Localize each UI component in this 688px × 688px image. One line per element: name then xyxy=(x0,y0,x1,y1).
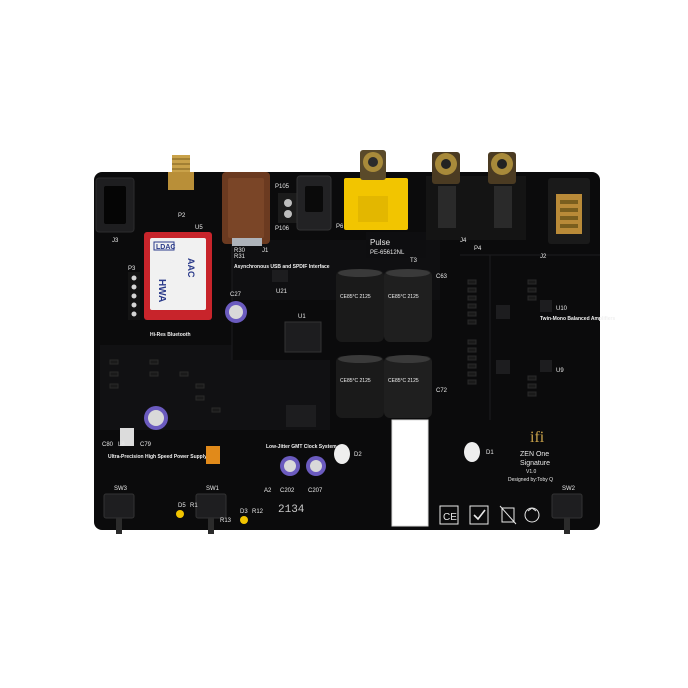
cap-mark-1: CE85°C 2125 xyxy=(340,294,371,300)
pulse-brand: Pulse xyxy=(370,238,391,247)
label-c80: C80 xyxy=(102,442,114,448)
cap-mark-3: CE85°C 2125 xyxy=(340,378,371,384)
switch-sw3 xyxy=(103,493,135,519)
capacitor-big-1 xyxy=(336,270,384,342)
label-u9: U9 xyxy=(556,368,564,374)
led-d1 xyxy=(464,442,480,462)
pulse-transformer xyxy=(366,232,426,258)
ce-mark-icon: CE xyxy=(439,505,459,525)
label-d1: D1 xyxy=(486,450,494,456)
switch-sw1 xyxy=(195,493,227,519)
label-c27: C27 xyxy=(230,292,242,298)
label-j4: J4 xyxy=(460,238,467,244)
label-p105: P105 xyxy=(275,184,290,190)
bluetooth-module-shield xyxy=(150,238,206,310)
label-u10: U10 xyxy=(556,306,568,312)
brand-logo: ifi xyxy=(530,429,545,446)
label-p6: P6 xyxy=(336,224,344,230)
label-j1: J1 xyxy=(262,248,269,254)
label-sw1: SW1 xyxy=(206,486,220,492)
led-d2 xyxy=(334,444,350,464)
label-r12: R12 xyxy=(252,509,264,515)
checkmark-icon xyxy=(469,505,489,525)
capacitor-big-4 xyxy=(384,356,432,418)
section-usb: Asynchronous USB and SPDIF Interface xyxy=(234,264,330,270)
cap-mark-2: CE85°C 2125 xyxy=(388,294,419,300)
capacitor-big-2 xyxy=(384,270,432,342)
label-p4: P4 xyxy=(474,246,482,252)
section-bluetooth: Hi-Res Bluetooth xyxy=(150,332,191,338)
section-amps: Twin-Mono Balanced Amplifiers xyxy=(540,316,616,322)
label-p2: P2 xyxy=(178,213,186,219)
power-plane xyxy=(392,420,428,526)
label-d2: D2 xyxy=(354,452,362,458)
section-power: Ultra-Precision High Speed Power Supply xyxy=(108,454,207,460)
chip-u1 xyxy=(284,321,322,353)
label-d3: D3 xyxy=(240,509,248,515)
cap-mark-4: CE85°C 2125 xyxy=(388,378,419,384)
led-d5 xyxy=(176,510,184,518)
label-l8: L8 xyxy=(118,442,125,448)
label-r1: R1 xyxy=(190,503,198,509)
brand-designer: Designed by:Toby Q xyxy=(508,477,553,483)
tantalum-cap xyxy=(206,446,220,464)
antenna-base xyxy=(168,172,194,190)
label-c72: C72 xyxy=(436,388,448,394)
section-clock: Low-Jitter GMT Clock System xyxy=(266,444,337,450)
led-d3 xyxy=(240,516,248,524)
capacitor-big-3 xyxy=(336,356,384,418)
brand-line2: Signature xyxy=(520,460,550,467)
label-t3: T3 xyxy=(410,258,418,264)
label-j2: J2 xyxy=(540,254,547,260)
label-u21: U21 xyxy=(276,289,288,295)
svg-text:CE: CE xyxy=(443,512,457,523)
label-c207: C207 xyxy=(308,488,323,494)
brand-product: ZEN One xyxy=(520,451,549,458)
label-r31: R31 xyxy=(234,254,246,260)
aac-logo: AAC xyxy=(186,258,196,278)
label-a2: A2 xyxy=(264,488,272,494)
hwa-logo: HWA xyxy=(156,279,167,302)
label-sw2: SW2 xyxy=(562,486,576,492)
label-p106: P106 xyxy=(275,226,290,232)
label-j3: J3 xyxy=(112,238,119,244)
power-jack-hole xyxy=(104,186,126,224)
pulse-part: PE-65612NL xyxy=(370,250,405,256)
label-r30: R30 xyxy=(234,248,246,254)
lcd-readout: 2134 xyxy=(278,504,305,516)
label-p3: P3 xyxy=(128,266,136,272)
switch-sw2 xyxy=(551,493,583,519)
label-c202: C202 xyxy=(280,488,295,494)
label-u1: U1 xyxy=(298,314,306,320)
recycle-icon xyxy=(524,507,540,523)
label-c63: C63 xyxy=(436,274,448,280)
ldac-logo: LDAC xyxy=(156,244,175,251)
weee-bin-icon xyxy=(499,505,517,525)
pcb-board xyxy=(94,172,600,530)
label-d5: D5 xyxy=(178,503,186,509)
label-c79: C79 xyxy=(140,442,152,448)
label-sw3: SW3 xyxy=(114,486,128,492)
brand-version: V1.0 xyxy=(526,469,537,475)
label-u5: U5 xyxy=(195,225,203,231)
label-r13: R13 xyxy=(220,518,232,524)
